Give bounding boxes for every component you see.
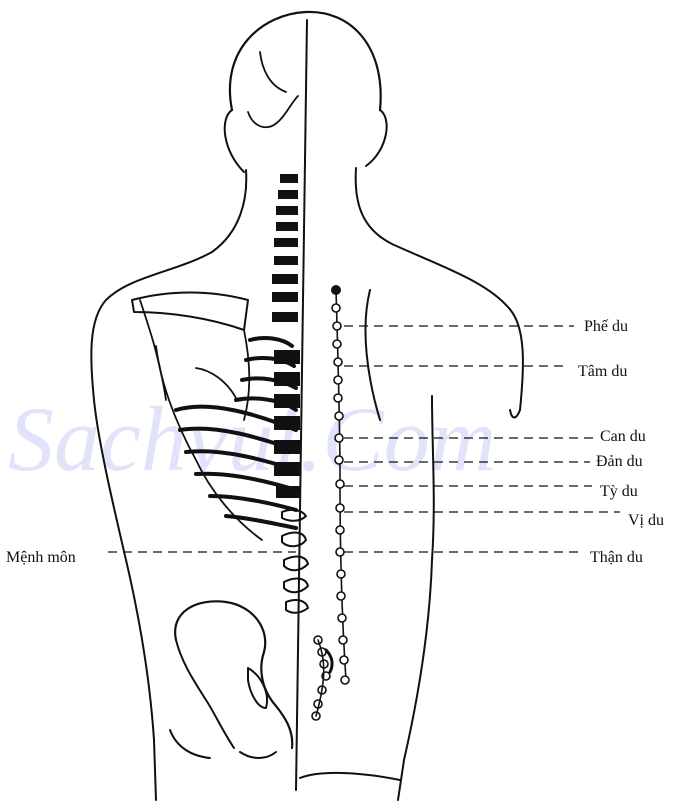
label-menh-mon: Mệnh môn (6, 549, 76, 566)
label-phe-du: Phế du (584, 318, 628, 335)
point-dazhui (331, 285, 341, 295)
label-can-du: Can du (600, 428, 646, 445)
label-than-du: Thận du (590, 549, 643, 566)
point-dam-du (335, 456, 343, 464)
point-tam-du (334, 358, 342, 366)
point-can-du (335, 434, 343, 442)
label-tam-du: Tâm du (578, 363, 627, 380)
label-ty-du: Tỳ du (600, 483, 638, 500)
point-than-du (336, 548, 344, 556)
point-phe-du (333, 322, 341, 330)
label-dam-du: Đản du (596, 453, 643, 470)
watermark: Sachvui.Com (8, 388, 496, 490)
pelvis (170, 601, 292, 758)
meridian-points (312, 285, 349, 720)
label-vi-du: Vị du (628, 512, 664, 529)
point-ty-du (336, 480, 344, 488)
point-vi-du (336, 504, 344, 512)
